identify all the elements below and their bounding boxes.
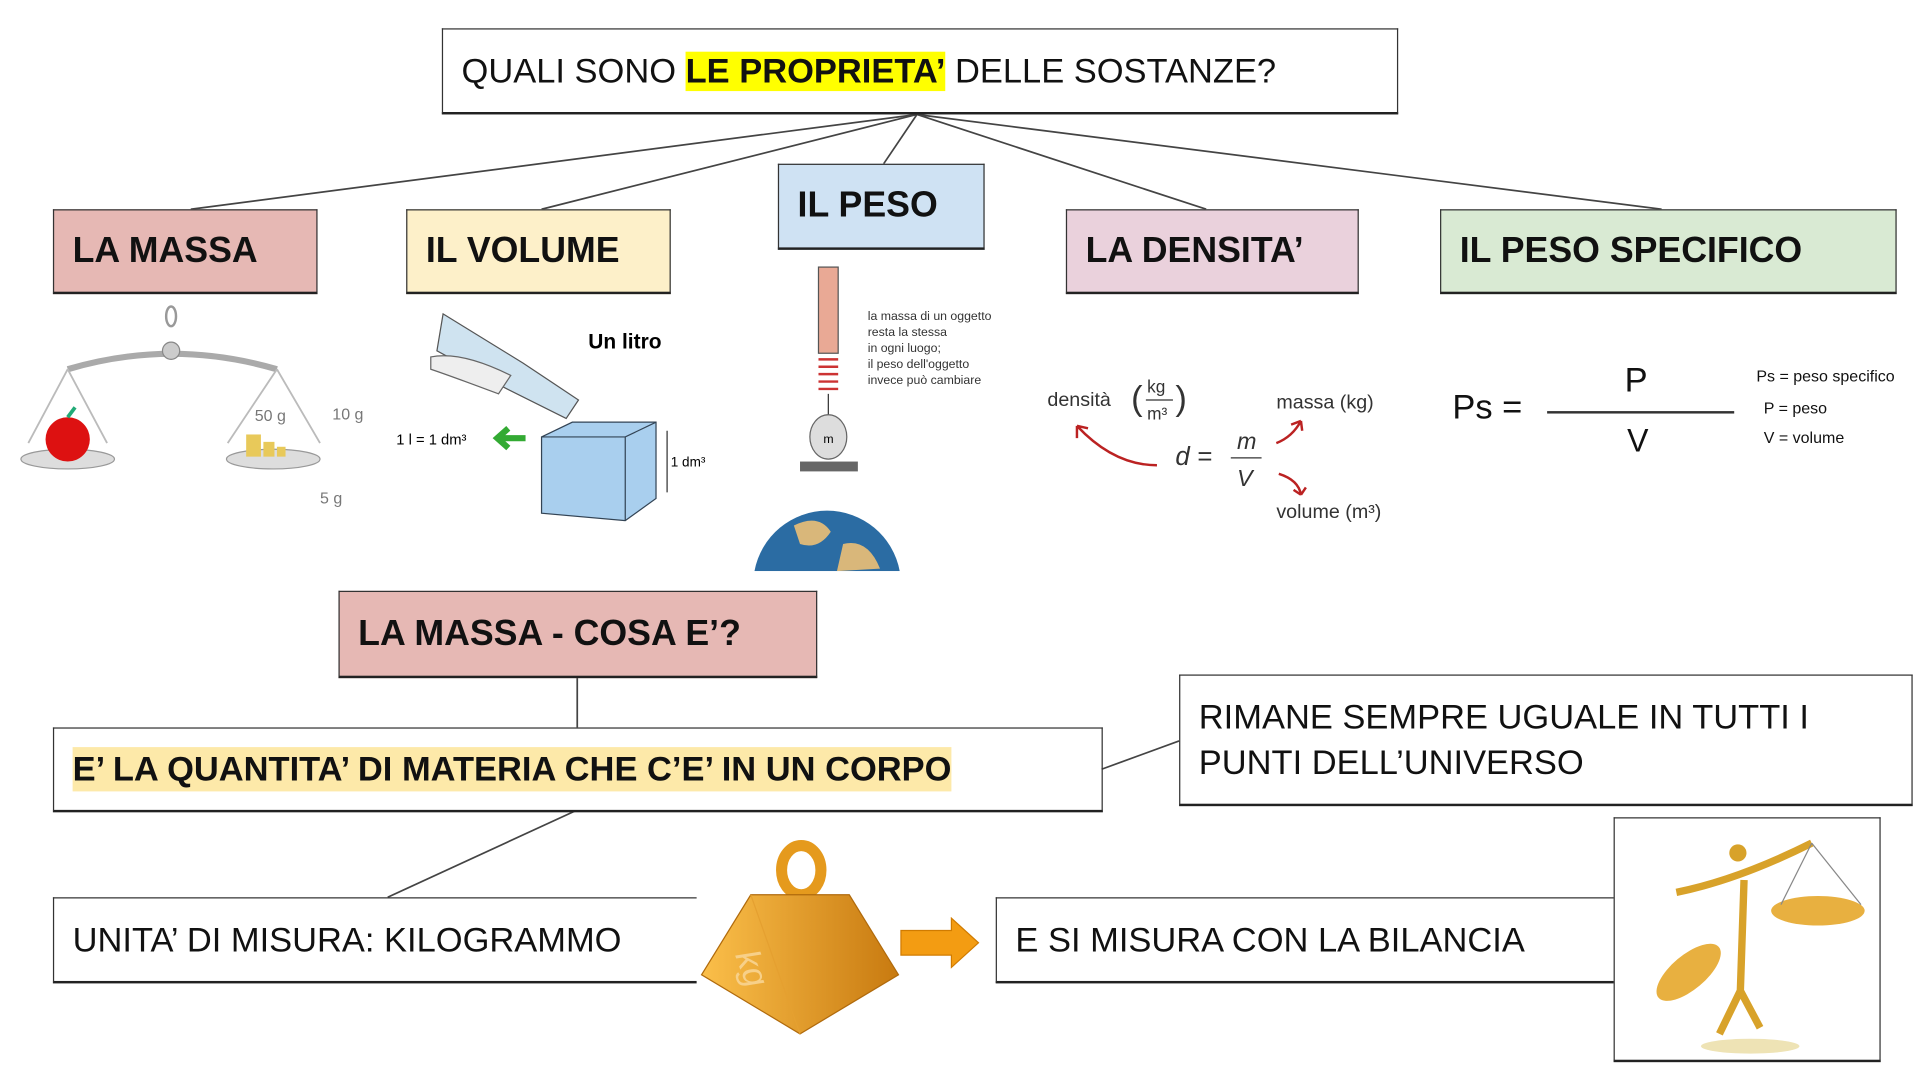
ps-numerator: P (1624, 360, 1648, 399)
ps-denominator: V (1627, 422, 1649, 460)
weight-label: 10 g (332, 407, 363, 424)
category-label: IL VOLUME (425, 230, 620, 271)
svg-text:(: ( (1131, 380, 1143, 418)
category-label: IL PESO (797, 185, 938, 226)
ps-legend: V = volume (1763, 428, 1845, 447)
title-highlight: LE PROPRIETA’ (685, 51, 946, 91)
svg-text:m: m (1237, 428, 1256, 454)
svg-text:): ) (1175, 380, 1186, 418)
category-densita: LA DENSITA’ (1065, 209, 1359, 295)
weight-label: 5 g (320, 490, 342, 507)
measure-box: E SI MISURA CON LA BILANCIA (995, 897, 1614, 984)
density-formula: densità ( kg m³ ) d = m V massa (kg) vol… (1047, 377, 1381, 524)
massa-question: LA MASSA - COSA E’? (358, 613, 741, 653)
volume-label: volume (m³) (1276, 501, 1381, 523)
category-peso-specifico: IL PESO SPECIFICO (1440, 209, 1897, 295)
apple-icon (45, 417, 90, 462)
massa-question-box: LA MASSA - COSA E’? (338, 590, 818, 679)
unit-text: UNITA’ DI MISURA: KILOGRAMMO (72, 920, 622, 959)
svg-text:d =: d = (1175, 443, 1212, 471)
title-text-end: DELLE SOSTANZE? (945, 51, 1277, 90)
volume-equation: 1 l = 1 dm³ (396, 432, 466, 448)
balance-scale-illustration: 50 g 10 g 5 g (20, 305, 363, 507)
category-peso: IL PESO (777, 163, 985, 250)
arrow-left-icon (492, 426, 526, 451)
ps-legend: P = peso (1763, 398, 1828, 418)
fraction-bar (1547, 411, 1735, 414)
arrow-right-icon (900, 916, 980, 969)
mass-label: m (823, 432, 833, 446)
cube-side-label: 1 dm³ (671, 454, 706, 469)
category-label: LA DENSITA’ (1085, 230, 1304, 271)
category-label: LA MASSA (72, 230, 258, 271)
unit-box: UNITA’ DI MISURA: KILOGRAMMO (52, 897, 697, 984)
massa-label: massa (kg) (1276, 392, 1373, 414)
volume-title: Un litro (588, 330, 661, 353)
kg-weight-icon: kg (700, 840, 900, 1035)
universe-note-box: RIMANE SEMPRE UGUALE IN TUTTI I PUNTI DE… (1179, 674, 1913, 807)
title-text: QUALI SONO (461, 51, 686, 90)
definition-text: E’ LA QUANTITA’ DI MATERIA CHE C’E’ IN U… (72, 747, 952, 792)
cartoon-balance-icon (1656, 839, 1865, 1054)
liter-volume-illustration: Un litro 1 l = 1 dm³ 1 dm³ (396, 312, 706, 522)
weight-label: 50 g (255, 408, 286, 425)
balance-character-picture (1613, 817, 1881, 1063)
measure-text: E SI MISURA CON LA BILANCIA (1015, 920, 1525, 959)
svg-text:V: V (1237, 465, 1255, 491)
svg-text:kg: kg (1147, 377, 1165, 397)
ps-legend: Ps = peso specifico (1756, 366, 1895, 386)
ps-lhs: Ps = (1452, 387, 1523, 426)
category-label: IL PESO SPECIFICO (1459, 230, 1803, 271)
definition-box: E’ LA QUANTITA’ DI MATERIA CHE C’E’ IN U… (52, 727, 1103, 813)
category-massa: LA MASSA (52, 209, 318, 295)
title-box: QUALI SONO LE PROPRIETA’ DELLE SOSTANZE? (441, 28, 1399, 115)
svg-text:m³: m³ (1147, 404, 1167, 424)
densita-label: densità (1047, 389, 1111, 411)
category-volume: IL VOLUME (406, 209, 671, 295)
universe-note: RIMANE SEMPRE UGUALE IN TUTTI I PUNTI DE… (1198, 697, 1810, 782)
